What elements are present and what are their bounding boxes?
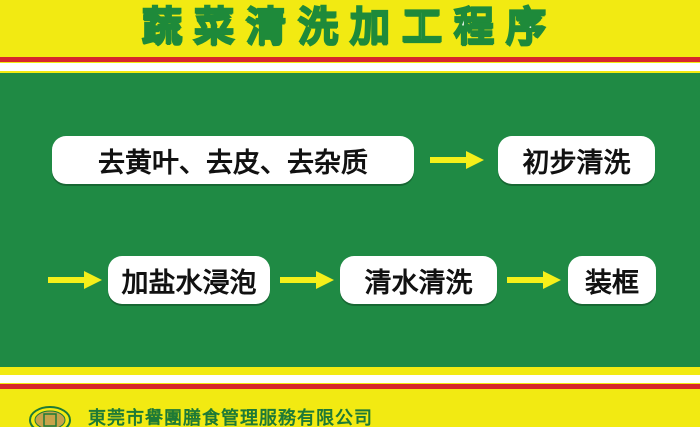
top-red-stripe [0,57,700,62]
bottom-white-stripe [0,375,700,383]
right-arrow-icon [507,271,561,289]
top-white-stripe [0,63,700,71]
step-initial-wash: 初步清洗 [498,136,655,184]
step-remove-leaves: 去黄叶、去皮、去杂质 [52,136,414,184]
page-title: 蔬菜清洗加工程序 [141,3,558,51]
right-arrow-icon [48,271,102,289]
step-clear-wash: 清水清洗 [340,256,497,304]
right-arrow-icon [430,151,484,169]
process-panel [0,73,700,367]
company-name: 東莞市譽團膳食管理服務有限公司 [88,408,373,427]
step-boxing: 装框 [568,256,656,304]
step-salt-soak: 加盐水浸泡 [108,256,270,304]
right-arrow-icon [280,271,334,289]
bottom-red-stripe [0,384,700,389]
company-logo-icon [28,405,72,427]
